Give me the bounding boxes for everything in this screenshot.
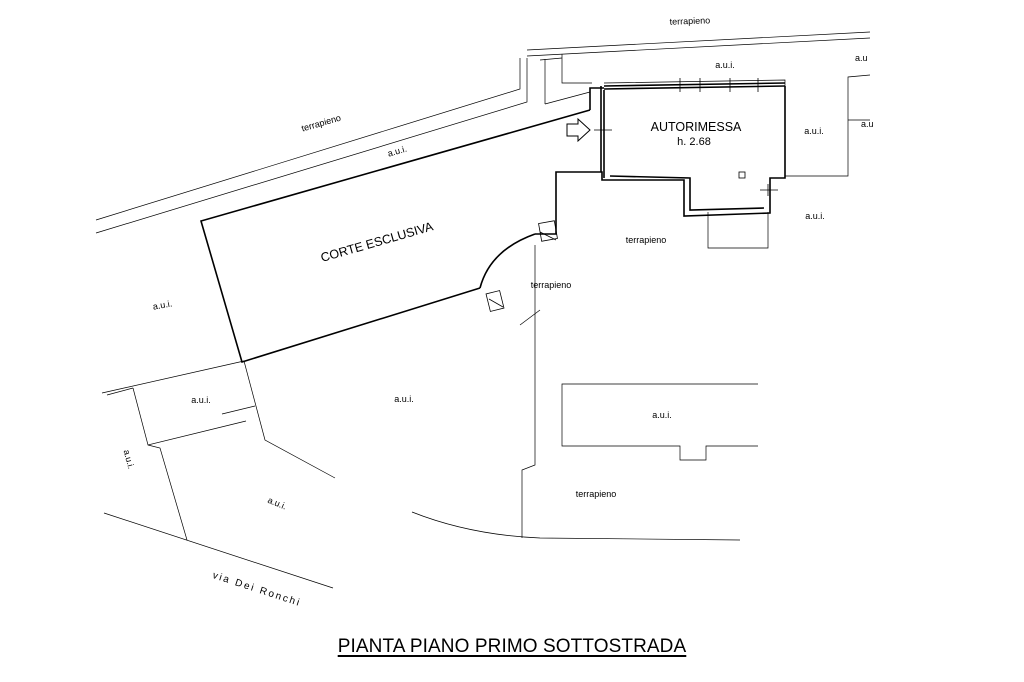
label-aui-right-2: a.u.i.	[805, 211, 825, 221]
label-aui-edge-1: a.u	[855, 53, 868, 63]
label-terrapieno-left: terrapieno	[300, 113, 342, 134]
label-aui-center: a.u.i.	[394, 394, 414, 404]
label-aui-band: a.u.i.	[386, 144, 408, 159]
label-aui-small: a.u.i.	[191, 395, 211, 405]
label-aui-edge-2: a.u	[861, 119, 874, 129]
label-terrapieno-top: terrapieno	[669, 15, 710, 26]
street-name: via Dei Ronchi	[211, 570, 302, 609]
label-terrapieno-mid: terrapieno	[531, 280, 572, 290]
label-terrapieno-right: terrapieno	[626, 235, 667, 245]
label-aui-left: a.u.i.	[152, 298, 173, 311]
label-aui-block: a.u.i.	[652, 410, 672, 420]
label-aui-right-1: a.u.i.	[804, 126, 824, 136]
label-aui-top: a.u.i.	[715, 60, 735, 70]
garage-name: AUTORIMESSA	[651, 120, 742, 134]
label-terrapieno-bottom: terrapieno	[576, 489, 617, 499]
context-lines	[95, 31, 871, 589]
garage-height: h. 2.68	[677, 136, 711, 148]
main-outlines	[200, 82, 786, 364]
label-aui-lower: a.u.i.	[266, 495, 288, 512]
entrance-arrow-icon	[566, 117, 591, 143]
openings	[485, 78, 778, 312]
plan-title: PIANTA PIANO PRIMO SOTTOSTRADA	[337, 636, 687, 657]
label-aui-vertical: a.u.i.	[122, 449, 137, 470]
court-label: CORTE ESCLUSIVA	[319, 219, 435, 265]
